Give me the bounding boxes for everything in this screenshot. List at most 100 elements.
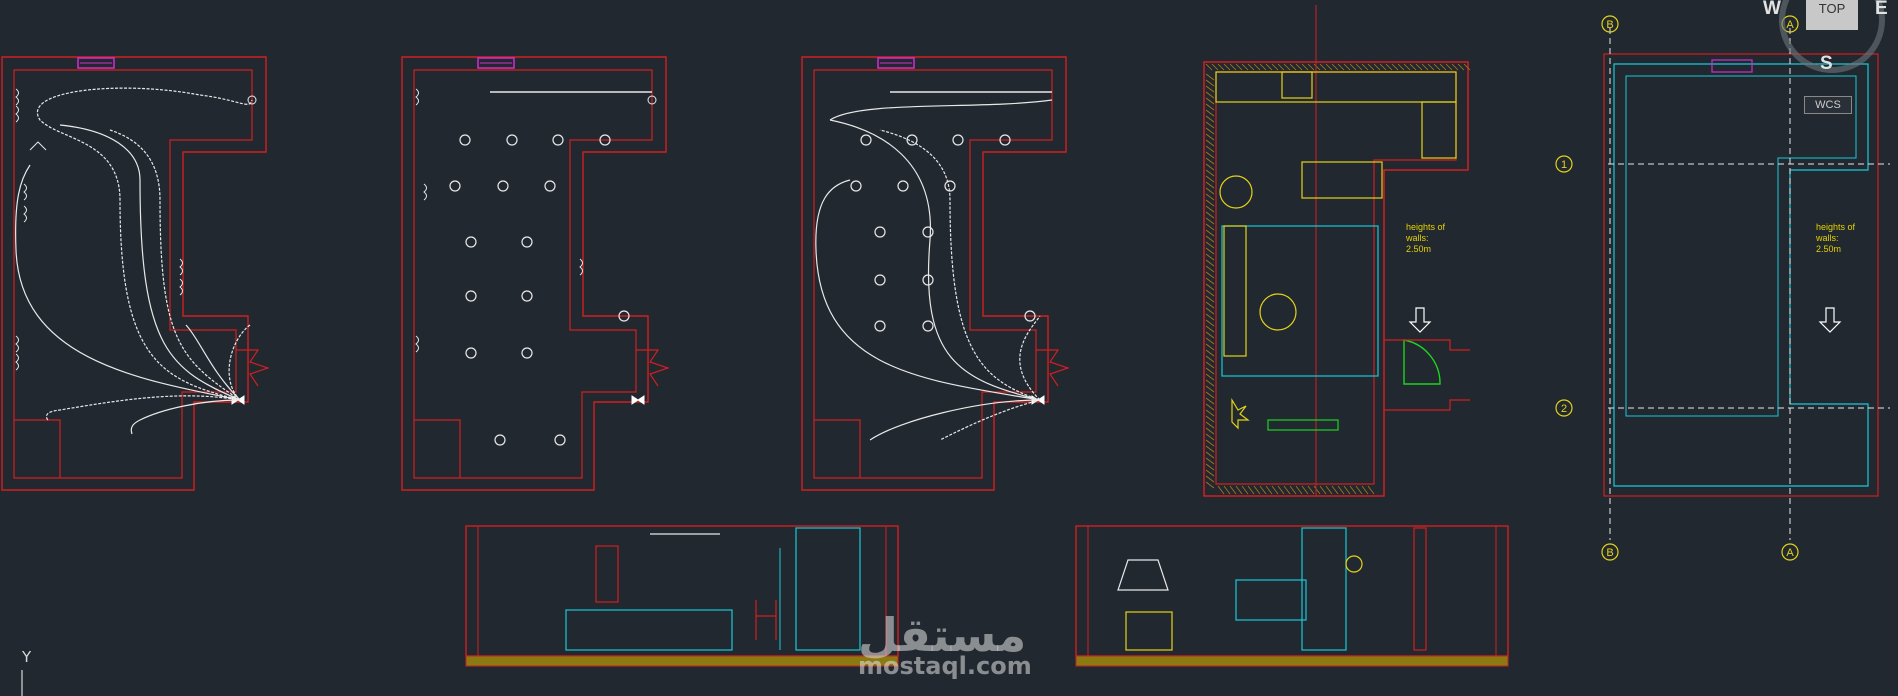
dining-table	[1235, 579, 1307, 621]
hatch	[1205, 373, 1215, 381]
plan-inner-wall	[813, 69, 1053, 479]
wire-run	[109, 129, 241, 401]
viewcube-south[interactable]: S	[1820, 53, 1833, 74]
hatch	[1205, 307, 1215, 315]
hatch	[1205, 385, 1215, 393]
hatch	[1205, 301, 1215, 309]
hatch	[1433, 63, 1441, 71]
ceiling-light	[521, 347, 533, 359]
hatch	[1319, 485, 1327, 495]
hatch	[1205, 121, 1215, 129]
stove	[1125, 611, 1173, 651]
hatch	[1205, 337, 1215, 345]
island	[1301, 161, 1383, 199]
hatch	[1439, 63, 1447, 71]
viewcube-west[interactable]: W	[1763, 0, 1781, 19]
hatch	[1205, 265, 1215, 273]
ceiling-light	[506, 134, 518, 146]
hatch	[1205, 445, 1215, 453]
wire-run	[815, 179, 1041, 401]
hatch	[1277, 63, 1285, 71]
ceiling-light	[922, 320, 934, 332]
dimension-plan-cyan	[1613, 63, 1869, 487]
hatch	[1205, 457, 1215, 465]
wire-run	[228, 324, 251, 401]
grid-bubble	[1555, 399, 1573, 417]
hatch	[1295, 63, 1303, 71]
hatch	[1451, 63, 1459, 71]
dimension-plan-outer	[1603, 53, 1879, 497]
wire-run	[36, 87, 253, 401]
hatch	[1205, 85, 1215, 93]
hatch	[1205, 409, 1215, 417]
wire-run	[45, 395, 241, 421]
hatch	[1205, 187, 1215, 195]
grid-bubble-label: A	[1786, 547, 1794, 559]
hatch	[1205, 91, 1215, 99]
hatch	[1367, 485, 1375, 495]
switch-symbol	[15, 335, 19, 353]
hatch	[1205, 355, 1215, 363]
viewcube-east[interactable]: E	[1875, 0, 1888, 19]
hatch	[1427, 63, 1435, 71]
hatch	[1205, 97, 1215, 105]
sink	[1281, 71, 1313, 99]
hatch	[1205, 217, 1215, 225]
hatch	[1277, 485, 1285, 495]
switch-symbol	[415, 335, 419, 353]
ceiling-light	[850, 180, 862, 192]
hatch	[1205, 289, 1215, 297]
elevation-2	[1075, 525, 1509, 667]
ceiling-light	[874, 274, 886, 286]
tall-cabinet	[795, 527, 861, 651]
switch-symbol	[23, 205, 27, 223]
hatch	[1205, 469, 1215, 477]
hatch	[1205, 331, 1215, 339]
hatch	[1217, 485, 1225, 495]
hatch	[1319, 63, 1327, 71]
hatch	[1205, 241, 1215, 249]
wire-run	[869, 399, 1041, 441]
panel-board-symbol	[631, 395, 645, 405]
hatch	[1217, 63, 1225, 71]
hatch	[1313, 485, 1321, 495]
hatch	[1205, 403, 1215, 411]
ceiling-light	[552, 134, 564, 146]
hatch	[1307, 485, 1315, 495]
hatch	[1205, 481, 1215, 489]
elevation-floor	[465, 655, 899, 667]
hatch	[1313, 63, 1321, 71]
ceiling-light	[465, 236, 477, 248]
hatch	[1397, 63, 1405, 71]
hatch	[1253, 485, 1261, 495]
wcs-menu-button[interactable]: WCS	[1804, 96, 1852, 114]
wall-height-note-plan: heights of walls: 2.50m	[1406, 222, 1446, 254]
switch-symbol	[15, 88, 19, 106]
hatch	[1343, 63, 1351, 71]
switch-symbol	[15, 105, 19, 123]
hatch	[1205, 229, 1215, 237]
hatch	[1205, 163, 1215, 171]
switch-symbol	[23, 183, 27, 201]
elevation-frame	[465, 525, 899, 657]
hatch	[1205, 415, 1215, 423]
plan-partition	[414, 419, 461, 478]
hatch	[1205, 127, 1215, 135]
ceiling-light	[554, 434, 566, 446]
ceiling-light	[999, 134, 1011, 146]
ceiling-light	[897, 180, 909, 192]
viewcube-ring	[1779, 0, 1885, 73]
range-hood	[1117, 559, 1169, 591]
hatch	[1205, 181, 1215, 189]
hatch	[1283, 63, 1291, 71]
elevation-floor	[1075, 655, 1509, 667]
plan-window	[477, 57, 515, 69]
door-swing	[1403, 339, 1441, 385]
sofa	[1223, 225, 1247, 357]
plan-break-line	[1036, 349, 1070, 387]
viewcube-top-face[interactable]: TOP	[1806, 0, 1858, 30]
hatch	[1205, 295, 1215, 303]
